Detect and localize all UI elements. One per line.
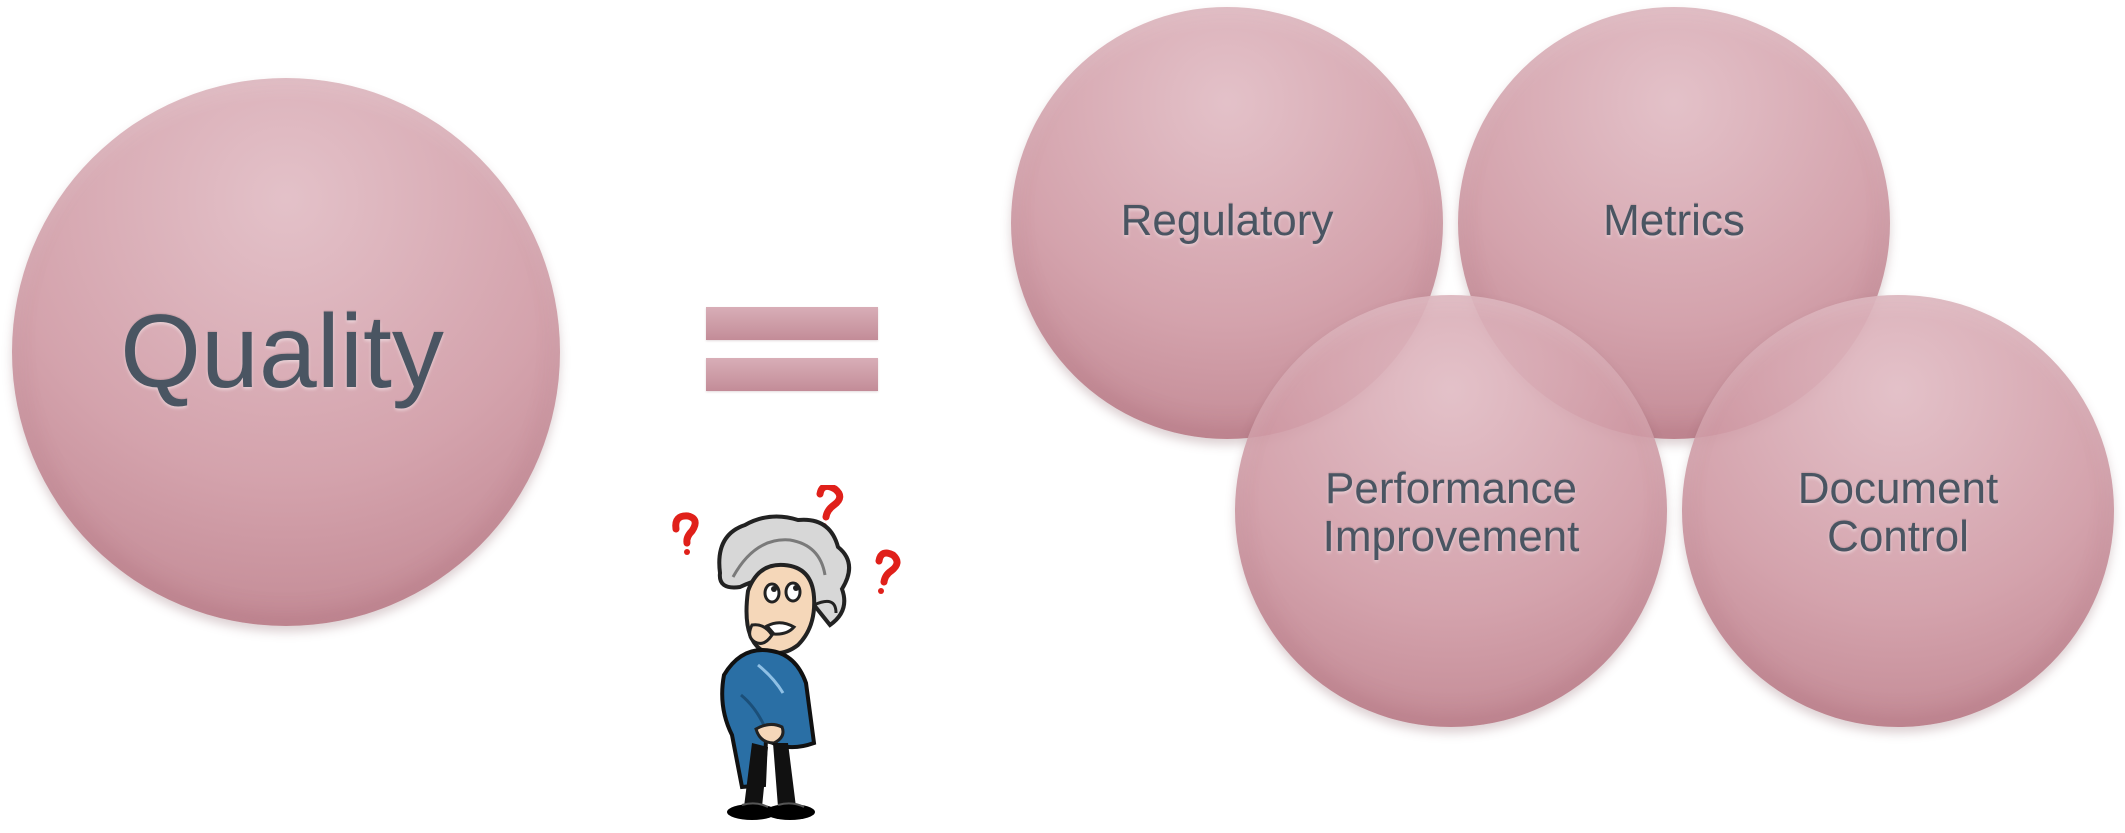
document-control-label: Document Control (1797, 464, 1999, 561)
regulatory-circle: Regulatory (1011, 7, 1443, 439)
equals-top-bar (706, 307, 878, 340)
document-control-circle: Document Control (1682, 295, 2114, 727)
regulatory-label: Regulatory (1120, 196, 1334, 245)
quality-label: Quality (120, 293, 444, 410)
confused-professor-cartoon-icon (660, 482, 920, 828)
question-mark-icon (875, 549, 901, 594)
performance-improvement-circle: Performance Improvement (1235, 295, 1667, 727)
question-mark-icon (672, 512, 699, 555)
quality-circle: Quality (12, 78, 560, 626)
equals-sign (706, 307, 878, 391)
performance-improvement-label: Performance Improvement (1322, 464, 1580, 561)
equals-bottom-bar (706, 358, 878, 391)
metrics-label: Metrics (1603, 196, 1745, 245)
